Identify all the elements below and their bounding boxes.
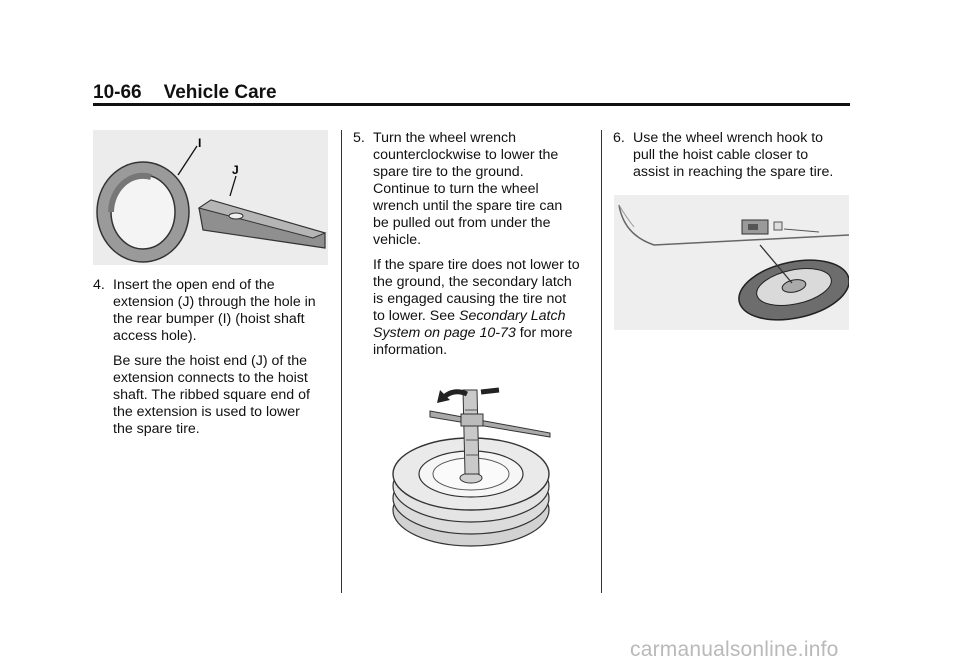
figure-bumper-extension: I J — [93, 130, 328, 265]
step-4: 4. Insert the open end of the extension … — [93, 277, 338, 446]
step-number: 6. — [613, 130, 625, 146]
section-title: Vehicle Care — [163, 82, 277, 103]
text-line: Insert the open end of the — [113, 277, 275, 293]
text-line: the extension is used to lower — [113, 404, 300, 420]
step-note: Be sure the hoist end (J) of the extensi… — [113, 353, 338, 438]
cross-reference-link-cont[interactable]: System on page 10-73 — [373, 325, 516, 341]
step-number: 5. — [353, 130, 365, 146]
step-5: 5. Turn the wheel wrench counterclockwis… — [353, 130, 598, 367]
figure-label-i: I — [198, 136, 201, 150]
cross-reference-link[interactable]: Secondary Latch — [458, 308, 566, 324]
text-line: the rear bumper (I) (hoist shaft — [113, 311, 305, 327]
text-line: Use the wheel wrench hook to — [633, 130, 824, 146]
page-header: 10-66 Vehicle Care — [93, 82, 277, 104]
figure-label-j: J — [232, 163, 239, 177]
text-line: vehicle. — [373, 232, 422, 248]
text-line: counterclockwise to lower the — [373, 147, 559, 163]
text-line: Continue to turn the wheel — [373, 181, 539, 197]
text-line: information. — [373, 342, 448, 358]
step-number: 4. — [93, 277, 105, 293]
text-line: for more — [515, 325, 573, 341]
step-6: 6. Use the wheel wrench hook to pull the… — [613, 130, 858, 189]
column-divider-2 — [601, 130, 602, 593]
text-line: shaft. The ribbed square end of — [113, 387, 310, 403]
header-rule — [93, 103, 850, 106]
text-line: Be sure the hoist end (J) of the — [113, 353, 308, 369]
step-text: Insert the open end of the extension (J)… — [113, 277, 338, 345]
text-line: wrench until the spare tire can — [373, 198, 563, 214]
step-text: Use the wheel wrench hook to pull the ho… — [633, 130, 858, 181]
text-line: Turn the wheel wrench — [373, 130, 516, 146]
text-line: the spare tire. — [113, 421, 200, 437]
text-line: extension connects to the hoist — [113, 370, 308, 386]
text-line: If the spare tire does not lower to — [373, 257, 580, 273]
text-line: pull the hoist cable closer to — [633, 147, 809, 163]
step-note: If the spare tire does not lower to the … — [373, 257, 598, 359]
text-line: to lower. See — [373, 308, 456, 324]
page-number: 10-66 — [93, 82, 142, 103]
text-line: the ground, the secondary latch — [373, 274, 572, 290]
step-text: Turn the wheel wrench counterclockwise t… — [373, 130, 598, 249]
text-line: extension (J) through the hole in — [113, 294, 316, 310]
figure-wrench-lowering-tire — [392, 387, 551, 547]
watermark-text: carmanualsonline.info — [630, 638, 839, 661]
text-line: is engaged causing the tire not — [373, 291, 567, 307]
text-line: assist in reaching the spare tire. — [633, 164, 834, 180]
text-line: access hole). — [113, 328, 197, 344]
figure-spare-under-vehicle — [614, 195, 849, 330]
column-divider-1 — [341, 130, 342, 593]
text-line: spare tire to the ground. — [373, 164, 524, 180]
text-line: be pulled out from under the — [373, 215, 551, 231]
